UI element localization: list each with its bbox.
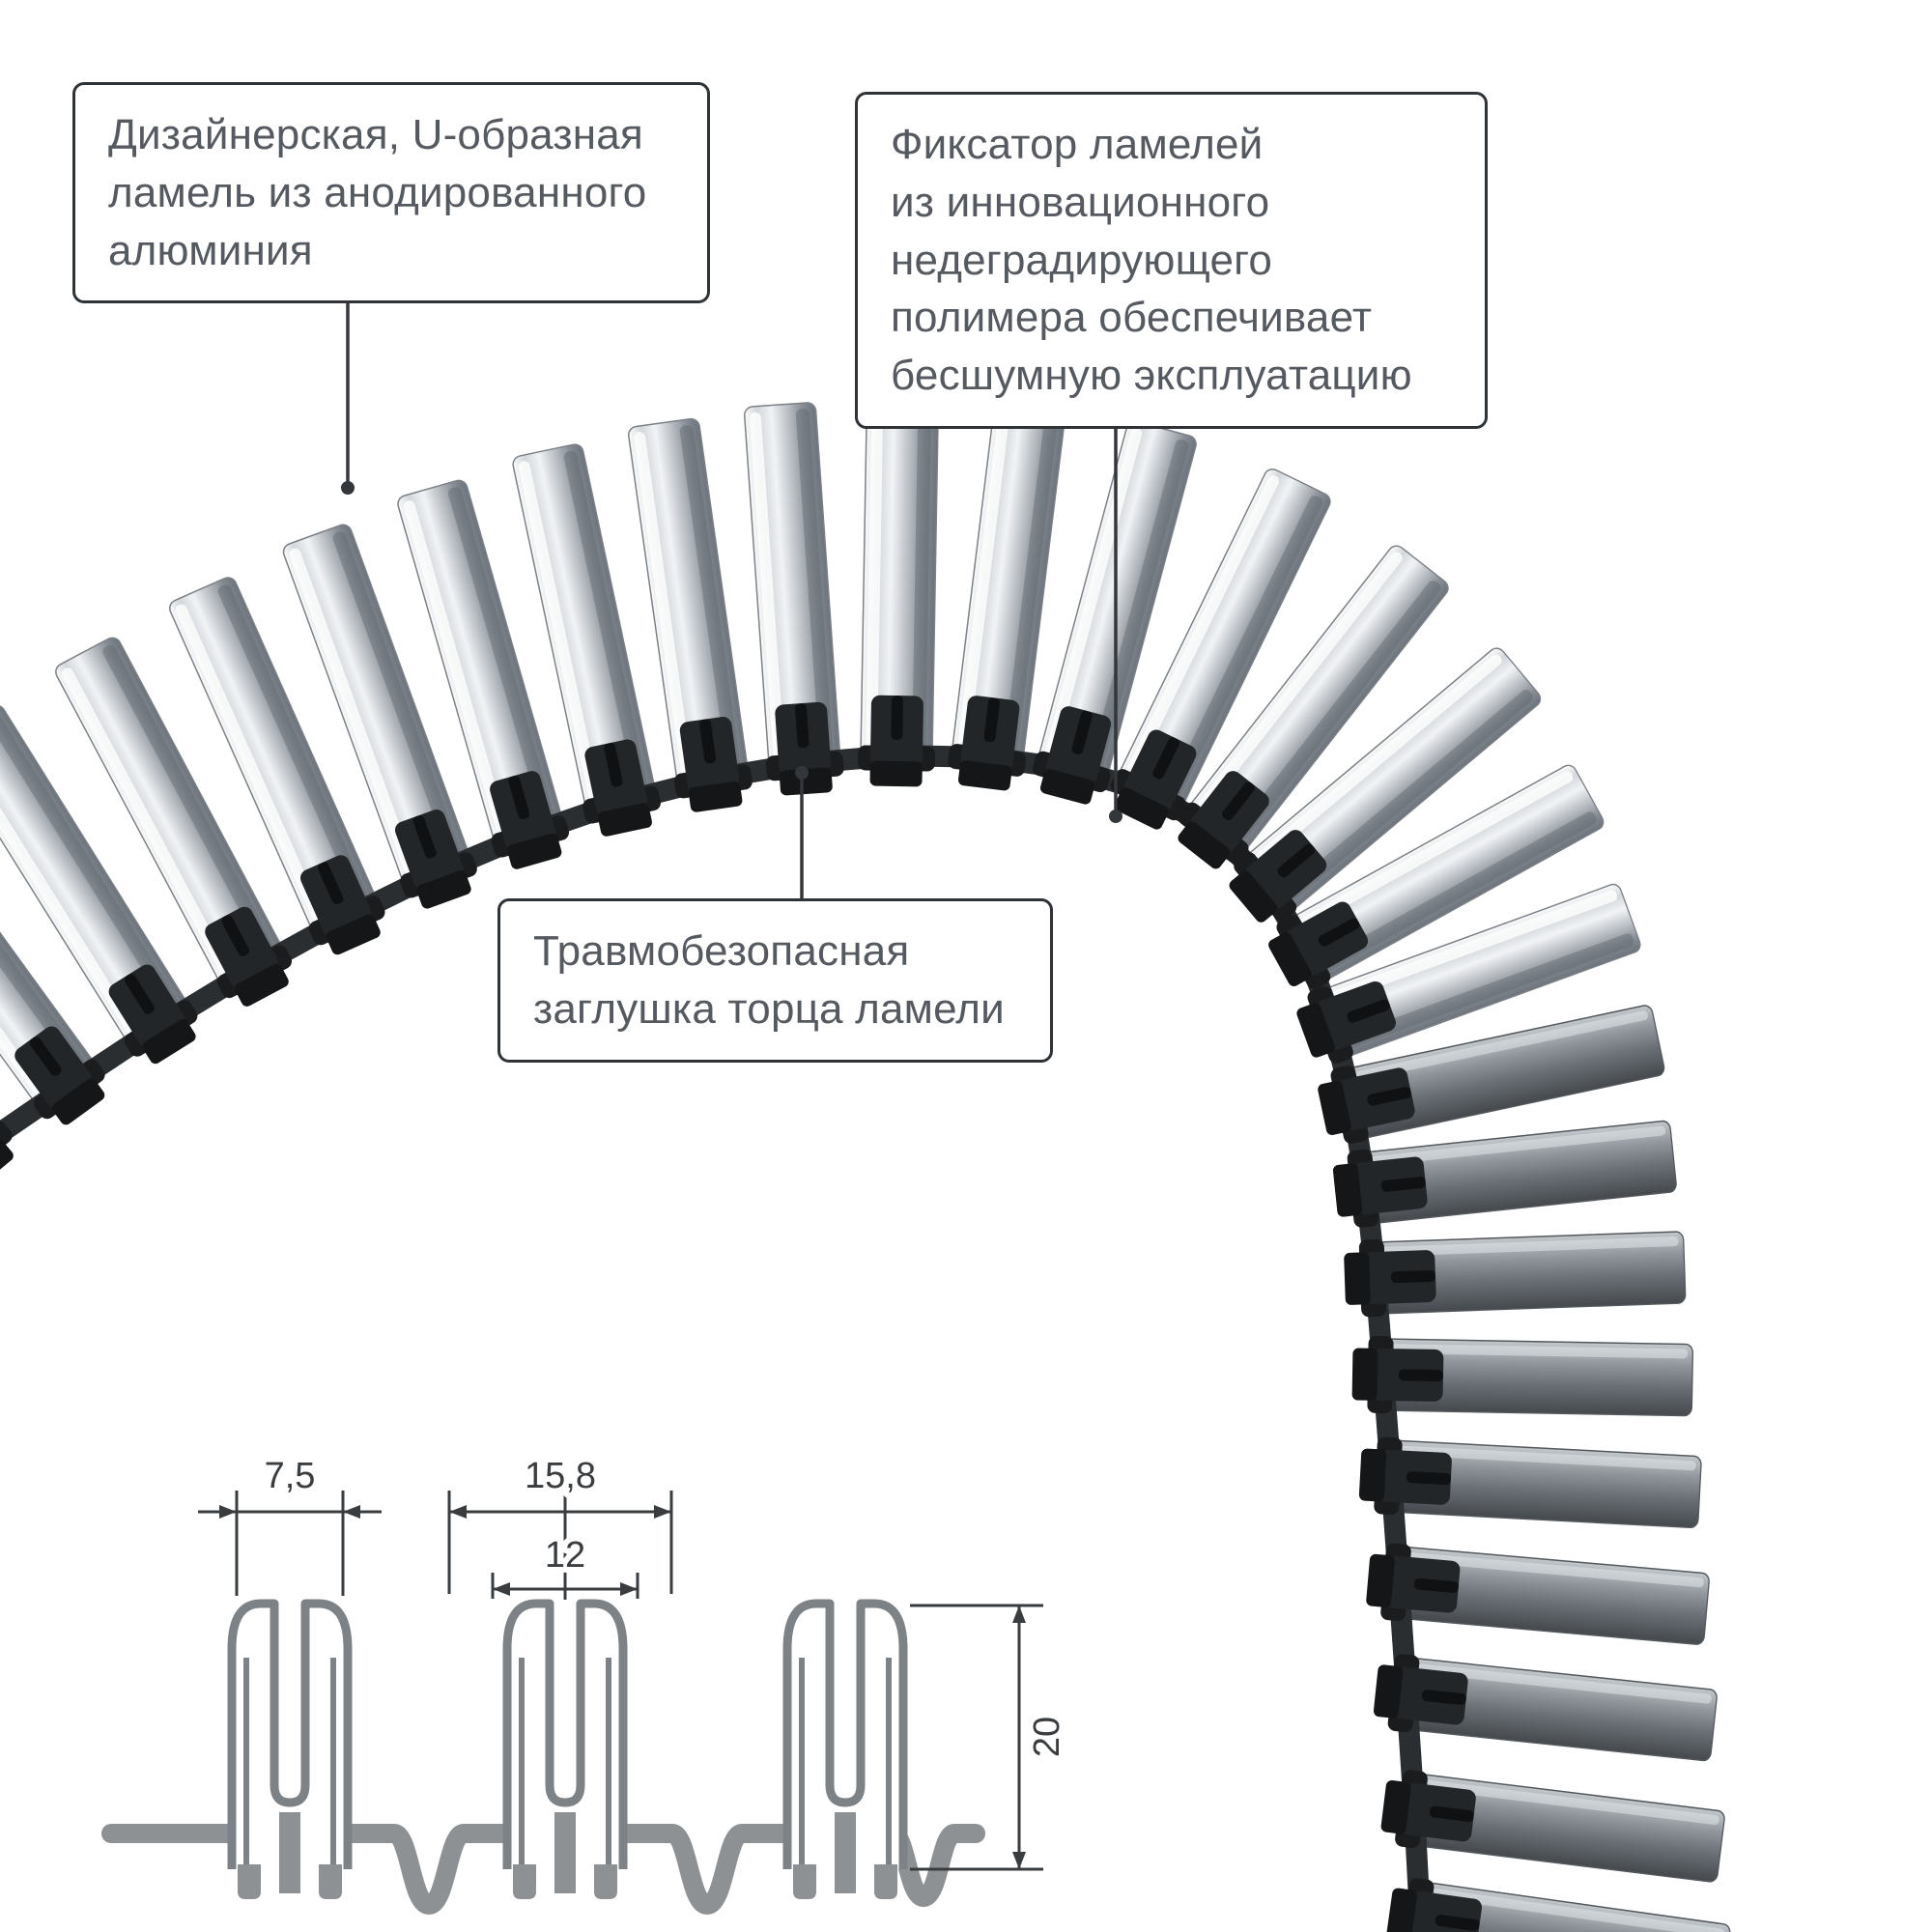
callout-lamella-line-3: алюминия xyxy=(108,226,313,274)
callout-lamella: Дизайнерская, U-образная ламель из аноди… xyxy=(72,82,710,304)
dim-12 xyxy=(491,1573,639,1599)
leader-dot-lamella xyxy=(341,481,355,495)
drawing-band xyxy=(101,1824,985,1916)
dim-20 xyxy=(910,1604,1043,1871)
profile-section xyxy=(507,1604,623,1899)
dim-label-7-5: 7,5 xyxy=(265,1456,316,1496)
leader-dot-endcap xyxy=(795,766,809,780)
dim-label-12: 12 xyxy=(545,1535,585,1576)
dim-label-20: 20 xyxy=(1027,1717,1067,1757)
profile-section xyxy=(787,1604,903,1899)
callout-fixator-line-3: недеградирующего xyxy=(891,236,1273,284)
callout-fixator: Фиксатор ламелей из инновационного недег… xyxy=(855,92,1488,430)
clip-fixator xyxy=(0,1078,26,1199)
dim-7-5 xyxy=(198,1491,382,1596)
callout-endcap-line-1: Травмобезопасная xyxy=(533,927,910,975)
callout-lamella-line-1: Дизайнерская, U-образная xyxy=(108,111,643,158)
callout-fixator-line-1: Фиксатор ламелей xyxy=(891,121,1264,168)
profile-section xyxy=(232,1604,348,1899)
leader-dot-fixator xyxy=(1109,810,1122,823)
dim-label-15-8: 15,8 xyxy=(525,1456,596,1496)
dim-15-8 xyxy=(447,1491,673,1600)
callout-endcap-line-2: заглушка торца ламели xyxy=(533,984,1005,1033)
callout-endcap: Травмобезопасная заглушка торца ламели xyxy=(497,898,1053,1063)
callout-lamella-line-2: ламель из анодированного xyxy=(108,168,647,216)
callout-fixator-line-5: бесшумную эксплуатацию xyxy=(891,352,1412,400)
callout-fixator-line-4: полимера обеспечивает xyxy=(891,294,1373,342)
dimension-drawing: 7,5 15,8 12 xyxy=(101,1450,1067,1916)
callout-fixator-line-2: из инновационного xyxy=(891,178,1270,226)
